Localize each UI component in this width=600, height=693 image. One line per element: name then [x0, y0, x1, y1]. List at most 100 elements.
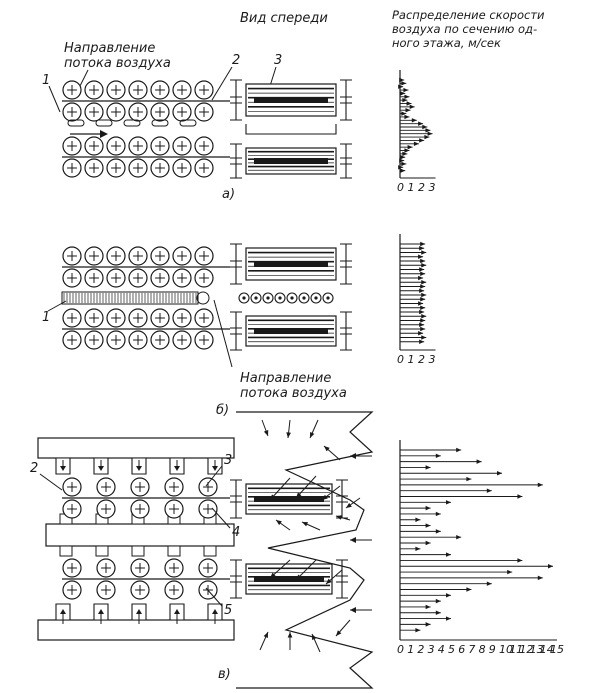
chart-tick-label: 2 [418, 181, 425, 194]
arrow-head [420, 284, 426, 289]
arrow-head [537, 482, 543, 488]
chart-tick-label: 0 [397, 643, 404, 656]
chart-tick-label: 4 [438, 643, 445, 656]
support-bracket [336, 479, 348, 519]
arrow-head [400, 168, 406, 173]
arrow-head [398, 165, 404, 170]
arrow-head [419, 309, 425, 315]
roller-core [254, 328, 328, 334]
arrow-head [401, 111, 407, 116]
chart-tick-label: 0 [397, 181, 404, 194]
arrow-head [446, 500, 451, 505]
arrow-head [418, 331, 424, 336]
chart-tick-label: 13 [530, 643, 544, 656]
chart-tick-label: 1 [407, 643, 414, 656]
chart-tick-label: 1 [408, 181, 415, 194]
leader-5-c [205, 587, 223, 607]
supply-duct [37, 619, 235, 641]
chart-tick-label: 2 [417, 643, 424, 656]
leader-1-a [48, 85, 61, 113]
label-4-c: 4 [232, 525, 240, 540]
arrow-head [399, 158, 405, 163]
arrow-head [419, 288, 425, 293]
arrow-head [425, 604, 431, 610]
chart-tick-label: 7 [468, 643, 475, 656]
roller-core [254, 576, 324, 582]
arrow-head [424, 134, 430, 140]
arrow-head [404, 148, 410, 153]
arrow-head [425, 540, 431, 546]
arrow-head [421, 335, 427, 340]
chart-tick-label: 11 [509, 643, 523, 656]
air-direction-label-b-line-2: потока воздуха [240, 386, 347, 401]
support-bracket [230, 311, 242, 351]
arrow-head [517, 558, 523, 563]
velocity-title-line-3: ного этажа, м/сек [392, 36, 501, 50]
arrow-head [435, 529, 441, 534]
arrow-head [427, 131, 433, 136]
arrow-head [435, 598, 441, 604]
front-view-title: Вид спереди [240, 11, 328, 26]
label-3-c: 3 [224, 453, 232, 468]
arrow-head [425, 128, 431, 133]
chart-tick-label: 12 [519, 643, 533, 656]
label-5-c: 5 [224, 603, 232, 618]
label-1-b: 1 [42, 310, 50, 325]
arrow-head [406, 101, 412, 106]
air-direction-label-a-line-1: Направление [64, 41, 155, 56]
arrow-head [398, 84, 404, 89]
arrow-head [435, 453, 441, 459]
arrow-head [405, 108, 411, 113]
arrow-head [401, 161, 407, 167]
arrow-head [421, 250, 427, 255]
chart-tick-label: 10 [499, 643, 513, 656]
air-direction-leader-a [79, 69, 89, 87]
leader-4-c [211, 507, 231, 529]
arrow-head [407, 144, 413, 150]
arrow-head [415, 627, 421, 633]
arrow-head [419, 267, 425, 272]
arrow-head [425, 523, 431, 528]
arrow-head [476, 459, 482, 464]
air-direction-label-b-line-1: Направление [240, 371, 331, 386]
arrow-head [415, 546, 421, 552]
arrow-head [419, 322, 425, 327]
arrow-head [419, 246, 425, 251]
arrow-head [419, 339, 425, 344]
arrow-head [421, 263, 427, 268]
air-direction-leader-b [213, 299, 233, 368]
velocity-title-line-1: Распределение скорости [392, 8, 545, 22]
chart-tick-label: 5 [448, 643, 455, 656]
air-chamber-outline [236, 411, 374, 689]
arrow-head [418, 121, 424, 126]
chart-tick-label: 3 [429, 353, 436, 366]
leader-3-c [205, 465, 223, 487]
arrow-head [413, 141, 419, 146]
front-view-c [230, 479, 348, 599]
middle-duct [45, 523, 235, 547]
chart-tick-label: 3 [429, 181, 436, 194]
arrow-head [435, 511, 441, 517]
arrow-head [420, 318, 426, 323]
arrow-head [415, 517, 421, 522]
arrow-head [402, 97, 408, 103]
roller-core [254, 496, 324, 502]
label-3-a: 3 [274, 53, 282, 68]
roll-rows-a [62, 80, 230, 178]
arrow-head [420, 241, 426, 247]
arrow-head [420, 271, 426, 276]
arrow-head [486, 581, 492, 586]
arrow-head [425, 465, 431, 470]
front-view-a [230, 79, 352, 179]
arrow-head [486, 488, 492, 493]
chart-tick-label: 6 [458, 643, 465, 656]
chart-tick-label: 3 [428, 643, 435, 656]
arrow-head [446, 593, 451, 598]
arrow-head [419, 138, 425, 143]
front-view-b [230, 243, 352, 351]
